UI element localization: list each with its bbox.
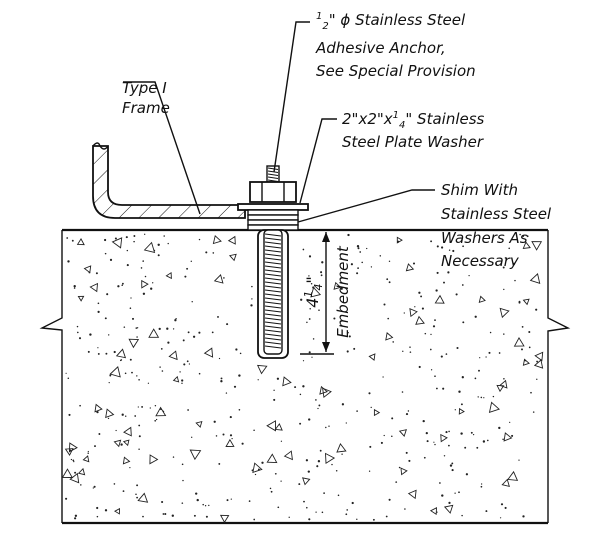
shim-washer-1 bbox=[247, 209, 299, 216]
shim-leader bbox=[297, 189, 435, 223]
shim-washer-3 bbox=[247, 219, 299, 226]
frame-label-line-2: Frame bbox=[122, 99, 170, 117]
washer-label-line-2: Steel Plate Washer bbox=[342, 133, 484, 151]
plate-washer bbox=[237, 203, 309, 211]
anchor-label-line-3: See Special Provision bbox=[316, 62, 476, 80]
type-i-frame bbox=[92, 142, 246, 219]
left-break-line bbox=[39, 230, 63, 523]
shim-washer-2 bbox=[247, 214, 299, 221]
hex-nut bbox=[249, 181, 297, 203]
frame-leader bbox=[123, 81, 201, 215]
embedment-label: Embedment bbox=[334, 245, 352, 338]
shim-label: Shim With Stainless Steel Washers As Nec… bbox=[441, 181, 552, 270]
shim-label-line-2: Stainless Steel bbox=[441, 205, 552, 223]
washer-leader bbox=[299, 118, 337, 204]
anchor-label-line-2: Adhesive Anchor, bbox=[315, 39, 446, 57]
washer-label-line-1: 2"x2"x14" Stainless bbox=[342, 110, 485, 131]
anchor-label-line-1: 12" ϕ Stainless Steel bbox=[316, 11, 466, 32]
shim-label-line-3: Washers As bbox=[441, 229, 528, 247]
frame-angle-section bbox=[92, 145, 246, 219]
anchor-label: 12" ϕ Stainless Steel Adhesive Anchor, S… bbox=[315, 11, 476, 80]
washer-label: 2"x2"x14" Stainless Steel Plate Washer bbox=[342, 110, 485, 151]
frame-label: Type I Frame bbox=[122, 79, 170, 117]
embedment-dimension: 414" Embedment bbox=[300, 229, 352, 355]
shim-label-line-4: Necessary bbox=[441, 252, 520, 270]
concrete-stipple bbox=[62, 233, 544, 524]
stainless-anchor-bolt bbox=[237, 165, 309, 359]
leader-lines bbox=[123, 21, 435, 223]
right-break-line bbox=[547, 230, 571, 523]
concrete-slab bbox=[39, 228, 571, 525]
frame-break-top bbox=[92, 142, 109, 150]
frame-label-line-1: Type I bbox=[122, 79, 167, 97]
embedded-rod bbox=[263, 229, 283, 355]
anchor-leader bbox=[273, 21, 310, 173]
rod-threads bbox=[264, 233, 282, 349]
shim-label-line-1: Shim With bbox=[441, 181, 518, 199]
embedment-value: 414" bbox=[302, 276, 325, 308]
